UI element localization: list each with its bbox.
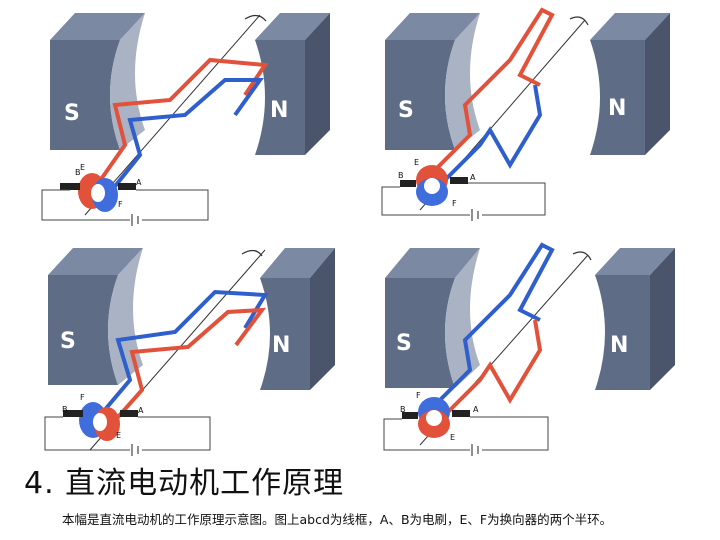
brush-b (402, 412, 418, 419)
page-title: 4. 直流电动机工作原理 (24, 466, 345, 501)
pole-n-label: N (610, 333, 628, 358)
brush-a (450, 177, 468, 184)
brush-b (60, 183, 80, 190)
ring-f-label: F (452, 199, 457, 208)
brush-b (400, 180, 416, 187)
brush-a-label: A (473, 405, 479, 414)
rotation-arrow-icon (241, 249, 263, 257)
ring-e-label: E (450, 433, 455, 442)
coil-wire-blue (98, 78, 264, 207)
coil-wire-blue (423, 242, 555, 417)
magnet-n (590, 13, 670, 155)
rotation-arrow-icon (244, 14, 267, 22)
brush-a (118, 183, 136, 190)
ring-f-label: F (118, 200, 123, 209)
brush-a-label: A (138, 406, 144, 415)
caption-text: 本幅是直流电动机的工作原理示意图。图上abcd为线框，A、B为电刷，E、F为换向… (62, 512, 613, 527)
rotation-arrow-icon (572, 251, 592, 261)
brush-b-label: B (75, 168, 81, 177)
coil-wire-red (433, 319, 543, 427)
external-circuit (41, 189, 209, 221)
pole-s-label: S (396, 331, 412, 356)
brush-a-label: A (136, 178, 142, 187)
brush-a-label: A (470, 173, 476, 182)
motor-diagram-1: S N B A E F (41, 13, 330, 226)
magnet-s (385, 13, 480, 150)
magnet-s (48, 248, 143, 385)
coil-wire-blue (433, 84, 543, 192)
ring-f-label: F (416, 391, 421, 400)
external-circuit (44, 416, 211, 451)
brush-a (120, 410, 138, 417)
coil-wire-red (88, 57, 269, 197)
ring-e-label: E (80, 163, 85, 172)
brush-b-label: B (400, 405, 406, 414)
diagram-panel-4: S N B A F E (370, 240, 680, 465)
magnet-n (255, 13, 330, 155)
ring-e-label: E (414, 158, 419, 167)
pole-n-label: N (270, 98, 288, 123)
diagram-panel-2: S N B A E F (370, 5, 680, 230)
brush-b-label: B (398, 171, 404, 180)
coil-wire-blue (90, 289, 269, 427)
pole-s-label: S (398, 98, 414, 123)
pole-s-label: S (60, 329, 76, 354)
motor-diagram-3: S N B A F E (44, 248, 335, 456)
magnet-s (385, 248, 480, 388)
ring-f-label: F (80, 393, 85, 402)
ring-e-label: E (116, 431, 121, 440)
pole-n-label: N (272, 333, 290, 358)
motor-diagram-2: S N B A E F (381, 7, 670, 221)
rotation-arrow-icon (569, 16, 589, 26)
diagram-panel-1: S N B A E F (30, 5, 340, 230)
pole-s-label: S (64, 101, 80, 126)
external-circuit (383, 416, 549, 451)
brush-b-label: B (62, 405, 68, 414)
brush-a (452, 410, 470, 417)
coil-wire-red (423, 7, 555, 182)
magnet-n (260, 248, 335, 390)
pole-n-label: N (608, 96, 626, 121)
motor-diagram-4: S N B A F E (383, 242, 675, 456)
brush-b (63, 410, 83, 417)
magnet-n (595, 248, 675, 390)
coil-wire-red (100, 307, 267, 437)
external-circuit (381, 182, 546, 216)
diagram-panel-3: S N B A F E (30, 240, 340, 465)
